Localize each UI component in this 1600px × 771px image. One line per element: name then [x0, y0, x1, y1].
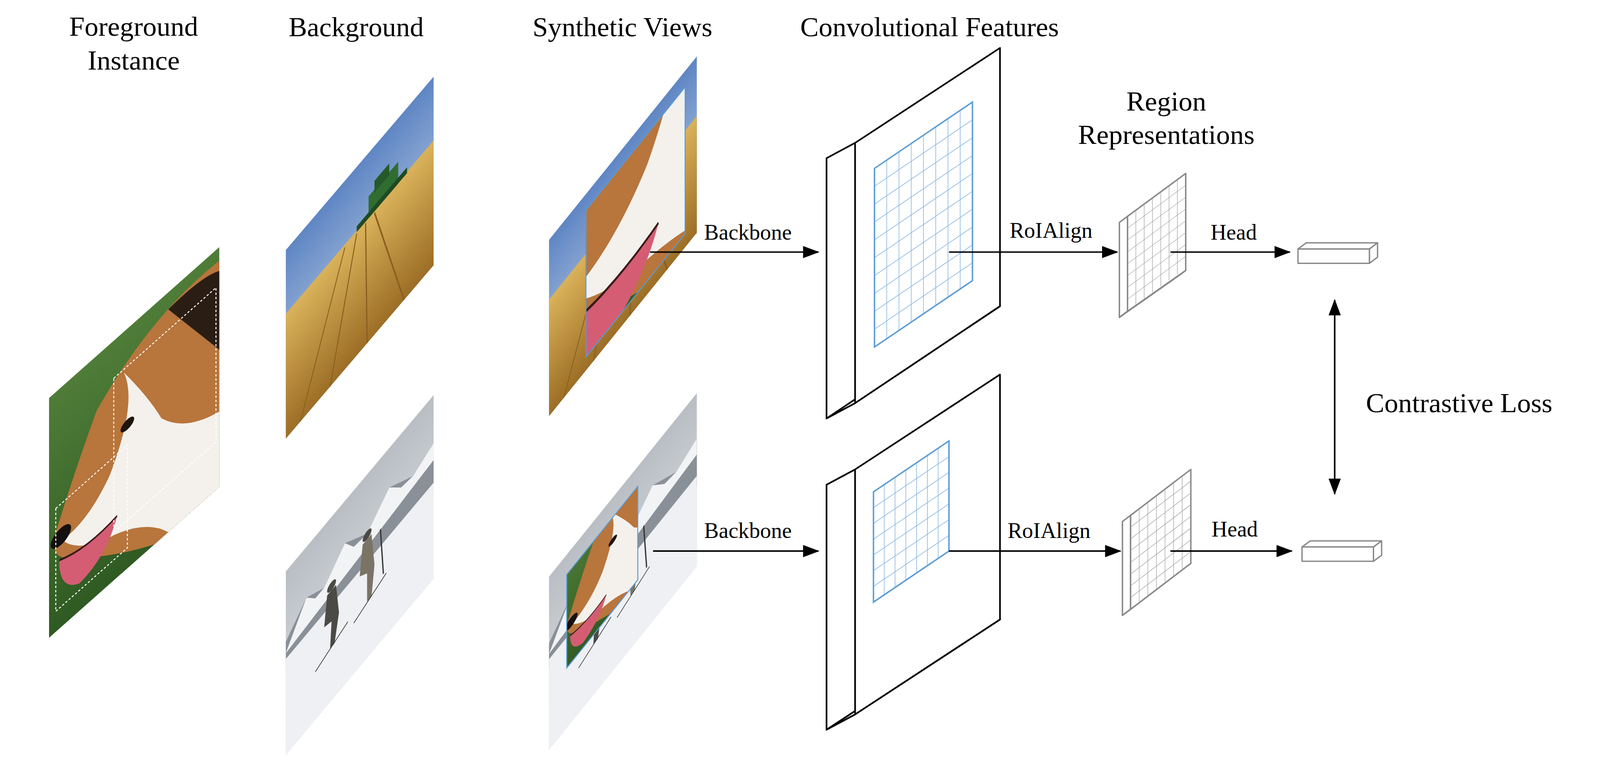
arrow-label: Head	[1210, 219, 1257, 246]
synthetic-view	[546, 0, 828, 456]
roi-grid	[873, 440, 949, 602]
loss-label: Contrastive Loss	[1366, 386, 1553, 421]
flow-arrow	[649, 252, 1335, 551]
foreground-image	[49, 246, 220, 638]
background-image	[285, 394, 435, 756]
arrow-label: Backbone	[704, 517, 792, 545]
feature-map	[826, 48, 1001, 730]
synthetic-view	[548, 382, 698, 750]
arrow-label: Backbone	[704, 219, 792, 246]
region-representation	[1119, 173, 1191, 616]
roi-grid	[874, 101, 973, 347]
arrow-label: Head	[1211, 516, 1258, 543]
background-image	[285, 76, 435, 439]
arrow-label: RoIAlign	[1007, 517, 1091, 545]
region-grid	[1130, 469, 1191, 609]
region-grid	[1127, 173, 1186, 312]
column-heading: Convolutional Features	[800, 10, 1060, 45]
column-heading: Background	[288, 10, 425, 45]
arrow-label: RoIAlign	[1009, 217, 1093, 244]
column-heading: Region Representations	[1071, 84, 1262, 153]
column-heading: Foreground Instance	[62, 10, 206, 78]
column-heading: Synthetic Views	[532, 10, 713, 45]
